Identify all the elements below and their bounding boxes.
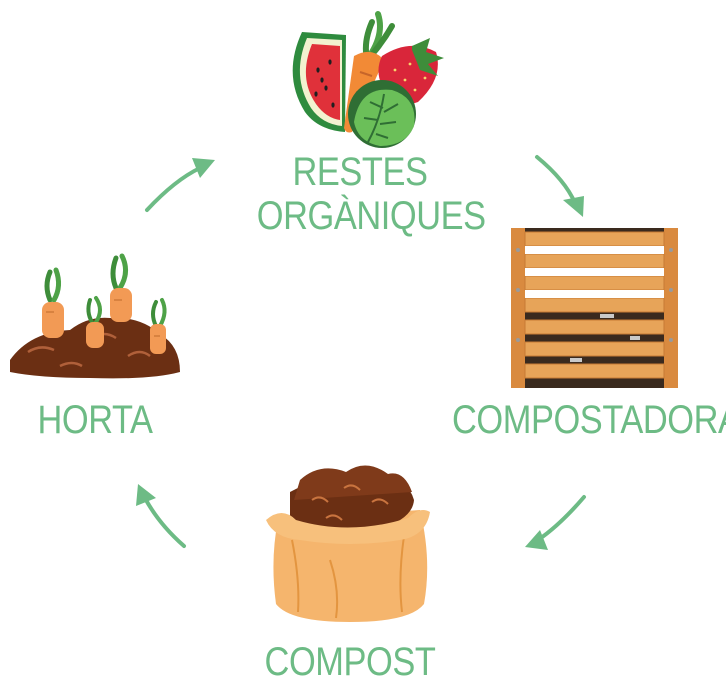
arrow-restes-to-compostadora [535,155,577,205]
arrow-compostadora-to-compost [536,495,586,542]
label-horta-line-1: HORTA [37,398,153,442]
garden-carrots-icon [10,253,180,379]
arrow-compost-to-horta [144,498,186,548]
label-restes-line-2: ORGÀNIQUES [256,194,486,238]
label-horta: HORTA [31,398,160,442]
arrowhead-compostadora-to-compost [525,530,548,550]
arrowhead-restes-to-compostadora [563,196,584,217]
label-compost: COMPOST [264,640,436,684]
label-compost-line-1: COMPOST [264,640,436,684]
arrow-horta-to-restes [145,166,202,212]
label-restes-organiques: RESTES ORGÀNIQUES [256,150,486,238]
arrowhead-horta-to-restes [192,158,215,178]
compost-sack-icon [266,465,430,622]
arrowhead-compost-to-horta [136,484,156,506]
label-restes-line-1: RESTES [292,150,428,194]
label-compostadora: COMPOSTADORA [452,398,726,442]
fruits-vegetables-icon [292,11,444,148]
compost-bin-icon [511,228,678,388]
label-compostadora-line-1: COMPOSTADORA [452,398,726,442]
